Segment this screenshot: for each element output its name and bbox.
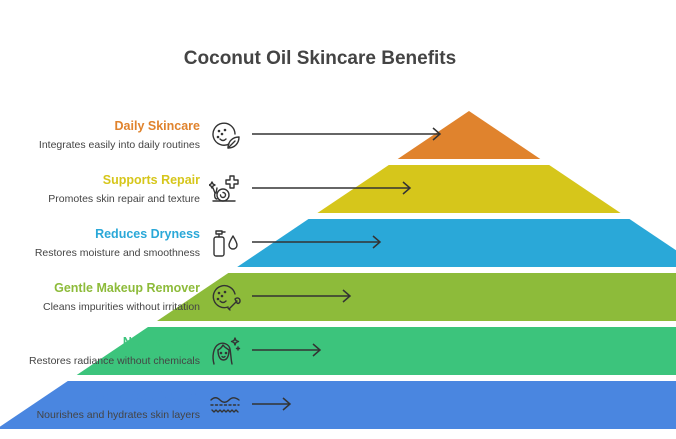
skin-layers-icon <box>209 389 241 421</box>
level-description: Restores moisture and smoothness <box>34 247 200 259</box>
level-description: Cleans impurities without irritation <box>43 301 200 313</box>
tier-daily-skincare <box>397 111 541 159</box>
arrow-supports-repair <box>252 181 412 195</box>
level-supports-repair: Supports Repair Promotes skin repair and… <box>0 173 200 213</box>
face-brush-icon <box>209 281 241 313</box>
snail-plus-icon <box>209 173 241 205</box>
level-title: Natural Glow <box>122 335 200 349</box>
tier-natural-glow <box>76 327 676 375</box>
level-title: Daily Skincare <box>114 119 200 133</box>
level-daily-skincare: Daily Skincare Integrates easily into da… <box>0 119 200 159</box>
arrow-natural-glow <box>252 343 322 357</box>
tier-reduces-dryness <box>237 219 676 267</box>
arrow-gentle-makeup-remover <box>252 289 352 303</box>
arrow-deep-moisturization <box>252 397 292 411</box>
level-title: Gentle Makeup Remover <box>54 281 200 295</box>
level-description: Integrates easily into daily routines <box>38 139 200 151</box>
tier-deep-moisturization <box>0 381 676 429</box>
arrow-reduces-dryness <box>252 235 382 249</box>
arrow-daily-skincare <box>252 127 442 141</box>
tier-gentle-makeup-remover <box>157 273 676 321</box>
level-description: Restores radiance without chemicals <box>29 355 200 367</box>
bottle-drop-icon <box>209 227 241 259</box>
level-title: Deep Moisturization <box>81 389 200 403</box>
level-reduces-dryness: Reduces Dryness Restores moisture and sm… <box>0 227 200 267</box>
level-title: Supports Repair <box>102 173 200 187</box>
tier-supports-repair <box>317 165 621 213</box>
diagram-title: Coconut Oil Skincare Benefits <box>183 48 457 69</box>
level-title: Reduces Dryness <box>95 227 200 241</box>
level-gentle-makeup-remover: Gentle Makeup Remover Cleans impurities … <box>0 281 200 321</box>
level-deep-moisturization: Deep Moisturization Nourishes and hydrat… <box>0 389 200 429</box>
level-natural-glow: Natural Glow Restores radiance without c… <box>0 335 200 375</box>
level-description: Nourishes and hydrates skin layers <box>36 409 200 421</box>
level-description: Promotes skin repair and texture <box>48 193 200 205</box>
woman-sparkle-icon <box>209 335 241 367</box>
face-leaf-icon <box>209 119 241 151</box>
